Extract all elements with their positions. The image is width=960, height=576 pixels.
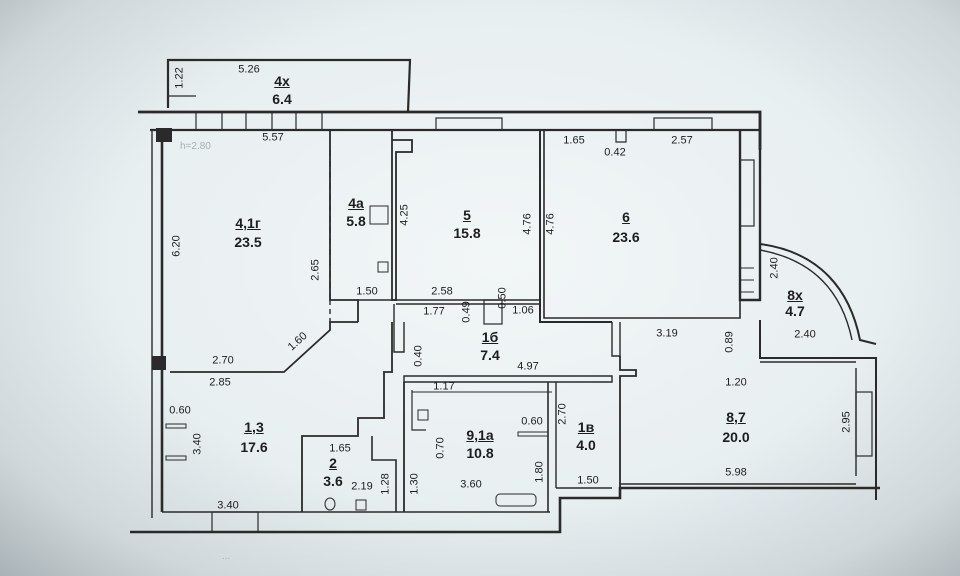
dimension-label: 1.06 xyxy=(512,304,534,317)
dimension-label: 0.60 xyxy=(169,404,191,417)
dimension-label: 1.22 xyxy=(173,67,186,89)
dimension-label: 0.40 xyxy=(412,345,425,367)
dimension-label: 5.98 xyxy=(725,466,747,479)
exterior-wall-right xyxy=(738,112,762,302)
room-number-4x: 4х xyxy=(274,73,290,89)
room-area-9-1a: 10.8 xyxy=(466,445,494,461)
dimension-label: 4.76 xyxy=(544,213,557,235)
dimension-label: 0.50 xyxy=(496,287,509,309)
window-mark xyxy=(435,117,503,131)
window-mark xyxy=(245,111,273,131)
room-number-1-3: 1,3 xyxy=(244,419,264,435)
dimension-label: 4.25 xyxy=(398,204,411,226)
dimension-label: 1.65 xyxy=(563,134,585,147)
room-area-4a: 5.8 xyxy=(346,213,366,229)
room-area-8x: 4.7 xyxy=(785,303,805,319)
window-mark xyxy=(739,159,755,227)
dimension-label: 1.20 xyxy=(725,376,747,389)
window-mark xyxy=(195,111,223,131)
toilet-mark xyxy=(324,497,336,511)
dimension-label: 2.57 xyxy=(671,134,693,147)
room-area-1v: 4.0 xyxy=(576,437,596,453)
dimension-label: 2.40 xyxy=(794,328,816,341)
dimension-label: 1.50 xyxy=(577,474,599,487)
window-mark xyxy=(211,511,259,533)
dimension-label: 2.58 xyxy=(431,285,453,298)
dimension-label: 2.95 xyxy=(840,411,853,433)
dimension-label: 5.57 xyxy=(262,131,284,144)
dimension-label: 3.40 xyxy=(217,499,239,512)
room-number-2: 2 xyxy=(329,455,337,471)
dimension-label: 3.60 xyxy=(460,478,482,491)
room-number-9-1a: 9,1а xyxy=(466,427,494,443)
dimension-label: 0.89 xyxy=(723,331,736,353)
dimension-label: 3.19 xyxy=(656,327,678,340)
dimension-label: 1.17 xyxy=(433,380,455,393)
dimension-label: 4.76 xyxy=(521,213,534,235)
room-number-4a: 4а xyxy=(348,195,364,211)
dimension-label: 4.97 xyxy=(517,360,539,373)
balcony-4x-outline xyxy=(166,58,412,113)
stove-mark xyxy=(369,205,389,225)
dimension-label: 0.70 xyxy=(434,437,447,459)
window-mark xyxy=(653,117,713,131)
dimension-label: 0.60 xyxy=(521,415,543,428)
dimension-label: 1.50 xyxy=(356,285,378,298)
dimension-label: 2.85 xyxy=(209,376,231,389)
dimension-label: 2.65 xyxy=(309,259,322,281)
dimension-label: 2.70 xyxy=(212,354,234,367)
room-number-4-1g: 4,1г xyxy=(235,215,261,231)
room-area-1b: 7.4 xyxy=(480,347,500,363)
room-area-2: 3.6 xyxy=(323,473,343,489)
room-number-6: 6 xyxy=(622,209,630,225)
room-area-6: 23.6 xyxy=(612,229,640,245)
dimension-label: 5.26 xyxy=(238,63,260,76)
room-number-8-7: 8,7 xyxy=(726,409,746,425)
bathtub-mark xyxy=(495,493,537,507)
ceiling-height-stamp: h=2.80 xyxy=(180,141,211,152)
room-number-1b: 1б xyxy=(481,329,499,345)
dimension-label: 3.40 xyxy=(191,433,204,455)
footer-stamp: ... xyxy=(222,551,231,562)
exterior-wall-bottom xyxy=(130,486,880,534)
balcony-8x-outline xyxy=(759,243,877,345)
dimension-label: 0.42 xyxy=(604,146,626,159)
room-number-1v: 1в xyxy=(577,419,595,435)
room-area-1-3: 17.6 xyxy=(240,439,268,455)
dimension-label: 1.77 xyxy=(423,305,445,318)
window-mark xyxy=(295,111,323,131)
dimension-label: 1.28 xyxy=(379,473,392,495)
room-area-5: 15.8 xyxy=(453,225,481,241)
room-number-5: 5 xyxy=(463,207,471,223)
dimension-label: 1.65 xyxy=(329,442,351,455)
dimension-label: 1.30 xyxy=(408,473,421,495)
dimension-label: 2.70 xyxy=(556,403,569,425)
dimension-label: 1.80 xyxy=(533,461,546,483)
room-area-4-1g: 23.5 xyxy=(234,234,262,250)
room-area-8-7: 20.0 xyxy=(722,429,750,445)
dimension-label: 6.20 xyxy=(170,235,183,257)
dimension-label: 2.19 xyxy=(351,480,373,493)
window-mark xyxy=(855,391,873,457)
dimension-label: 0.49 xyxy=(460,301,473,323)
room-number-8x: 8х xyxy=(787,287,803,303)
room-area-4x: 6.4 xyxy=(272,91,292,107)
dimension-label: 2.40 xyxy=(768,257,781,279)
